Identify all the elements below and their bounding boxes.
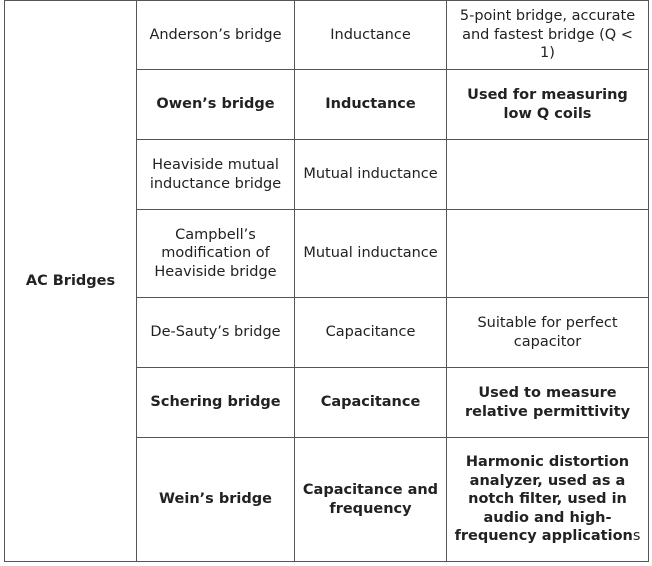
ac-bridges-table: AC Bridges Anderson’s bridge Inductance … [4,0,649,562]
notes-cell [446,209,649,298]
category-cell: AC Bridges [4,0,137,562]
notes-cell: Harmonic distortion analyzer, used as a … [446,437,649,562]
notes-text: Harmonic distortion analyzer, used as a … [454,454,633,545]
measures-cell: Inductance [294,0,447,70]
measures-cell: Inductance [294,69,447,140]
notes-cell: Suitable for perfect capacitor [446,297,649,368]
table-row: De-Sauty’s bridge Capacitance Suitable f… [5,297,649,368]
table-row: Campbell’s modification of Heaviside bri… [5,209,649,298]
table-row: Schering bridge Capacitance Used to meas… [5,367,649,438]
bridge-name-cell: Owen’s bridge [136,69,295,140]
measures-cell: Capacitance and frequency [294,437,447,562]
table-row: Owen’s bridge Inductance Used for measur… [5,69,649,140]
bridge-name-cell: Schering bridge [136,367,295,438]
table-row: Heaviside mutual inductance bridge Mutua… [5,139,649,210]
measures-cell: Mutual inductance [294,139,447,210]
table-row: AC Bridges Anderson’s bridge Inductance … [4,0,649,562]
bridge-name-cell: Wein’s bridge [136,437,295,562]
bridge-name-cell: Heaviside mutual inductance bridge [136,139,295,210]
bridge-name-cell: Campbell’s modification of Heaviside bri… [136,209,295,298]
measures-cell: Capacitance [294,297,447,368]
measures-cell: Capacitance [294,367,447,438]
notes-cell: Used to measure relative permittivity [446,367,649,438]
notes-tail-text: s [632,528,641,545]
notes-cell [446,139,649,210]
notes-cell: Used for measuring low Q coils [446,69,649,140]
bridge-name-cell: Anderson’s bridge [136,0,295,70]
bridge-name-cell: De-Sauty’s bridge [136,297,295,368]
table-row: Wein’s bridge Capacitance and frequency … [5,437,649,562]
measures-cell: Mutual inductance [294,209,447,298]
notes-cell: 5-point bridge, accurate and fastest bri… [446,0,649,70]
